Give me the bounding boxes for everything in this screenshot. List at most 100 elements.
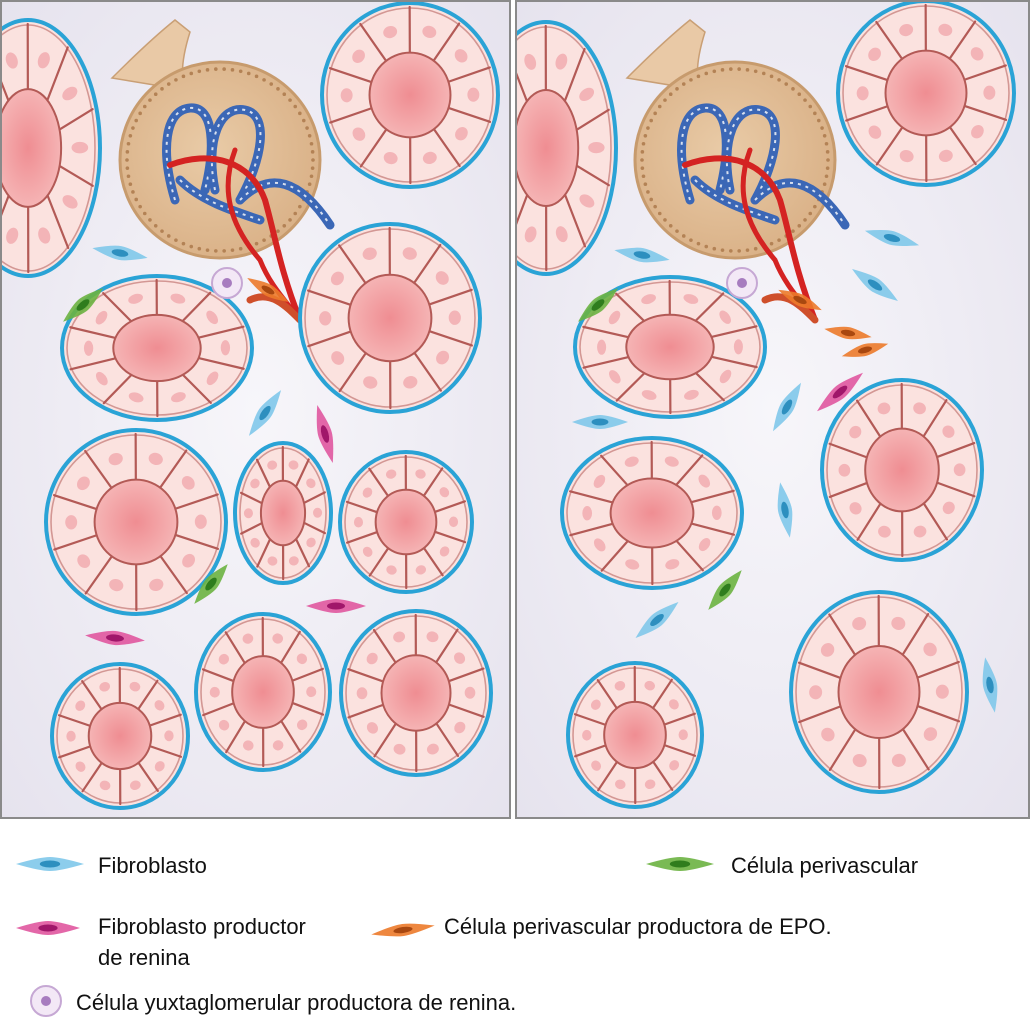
nucleus	[83, 340, 94, 356]
nucleus	[426, 631, 439, 643]
cell-boundary	[359, 128, 388, 168]
renal-tubule	[60, 274, 254, 422]
capsule-dot	[777, 78, 781, 82]
renal-tubule	[233, 441, 333, 585]
capsule-dot	[753, 246, 758, 251]
nucleus	[383, 25, 398, 39]
capsule-dot	[797, 92, 802, 97]
cell-boundary	[84, 555, 113, 595]
tubule-lumen	[259, 479, 307, 547]
capsule-dot	[643, 133, 648, 138]
cell-boundary	[435, 628, 459, 664]
fibroblast	[572, 415, 628, 429]
cell-boundary	[181, 373, 212, 404]
nucleus	[683, 294, 699, 304]
glomerulus	[110, 19, 335, 324]
nucleus	[154, 761, 165, 772]
capsule-dot	[791, 87, 795, 91]
fibroblast-nucleus	[883, 233, 901, 243]
nucleus	[448, 310, 461, 325]
fibroblast-nucleus	[867, 279, 883, 291]
cell-boundary	[828, 613, 857, 656]
fibroblast-nucleus	[259, 405, 271, 421]
nucleus	[454, 49, 468, 63]
cell-boundary	[575, 108, 610, 131]
capsule-dot	[230, 248, 235, 252]
nucleus	[614, 681, 626, 691]
nucleus	[362, 546, 373, 557]
nucleus	[363, 376, 378, 389]
capsule-dot	[205, 68, 210, 72]
capsule-dot	[653, 111, 657, 116]
cell-boundary	[201, 668, 235, 683]
nucleus	[5, 52, 18, 69]
nucleus	[913, 402, 926, 415]
capsule-dot	[653, 204, 657, 209]
nucleus	[272, 740, 284, 751]
nucleus	[593, 474, 606, 488]
cell-boundary	[447, 703, 485, 718]
capsule-dot	[803, 218, 807, 222]
nucleus	[644, 680, 656, 691]
capsule-dot	[214, 67, 218, 71]
cell-boundary	[935, 481, 976, 498]
capsule-dot	[181, 241, 186, 246]
renal-tubule	[298, 222, 482, 414]
nucleus	[668, 699, 679, 710]
fibroblast-nucleus	[781, 399, 793, 415]
capsule-dot	[641, 174, 646, 179]
cell-boundary	[58, 108, 94, 131]
perivascular-cell	[708, 570, 742, 610]
nucleus	[206, 371, 219, 386]
cell-outline	[56, 668, 184, 804]
nucleus	[899, 149, 914, 163]
nucleus	[386, 565, 397, 575]
cell-boundary	[447, 66, 491, 83]
nucleus	[938, 149, 953, 163]
capsule-dot	[689, 78, 693, 82]
nucleus	[624, 456, 639, 467]
tubule-lumen	[374, 488, 438, 556]
cell-boundary	[428, 288, 473, 306]
nucleus	[154, 700, 165, 711]
cell-boundary	[690, 489, 735, 504]
capsule-dot	[737, 67, 741, 71]
nucleus	[913, 525, 927, 538]
epo-cell	[247, 278, 289, 302]
cell-boundary	[58, 745, 92, 759]
cell-boundary	[615, 372, 646, 402]
cell-boundary	[948, 20, 977, 60]
capsule-dot	[803, 98, 807, 102]
capillary-highlight	[179, 179, 261, 221]
capsule-dot	[222, 249, 226, 253]
capsule-dot	[181, 74, 186, 79]
capsule-dot	[813, 204, 817, 209]
perivascular-cell-nucleus	[591, 299, 605, 311]
nucleus	[362, 247, 377, 260]
nucleus	[62, 195, 78, 209]
nucleus	[415, 469, 426, 479]
cell-boundary	[710, 325, 758, 339]
cell-outline	[345, 615, 487, 771]
cell-boundary	[181, 291, 212, 323]
cell-boundary	[338, 351, 367, 393]
capsule-dot	[125, 150, 130, 154]
epo-cell	[824, 326, 872, 340]
nucleus	[856, 86, 869, 101]
cell-outline	[826, 384, 978, 556]
capsule-dot	[174, 78, 178, 82]
capsule-dot	[745, 68, 750, 72]
cell-boundary	[81, 680, 103, 711]
capsule-dot	[777, 238, 781, 242]
nucleus	[684, 389, 699, 400]
cell-boundary	[280, 719, 302, 753]
capsule-dot	[288, 98, 292, 102]
capsule-dot	[153, 223, 158, 228]
cell-boundary	[916, 704, 961, 723]
nucleus	[129, 681, 141, 692]
nucleus	[75, 761, 86, 772]
capsule-dot	[309, 174, 314, 179]
cell-boundary	[159, 555, 188, 595]
capsule-dot	[769, 241, 774, 246]
cell-boundary	[447, 106, 492, 123]
